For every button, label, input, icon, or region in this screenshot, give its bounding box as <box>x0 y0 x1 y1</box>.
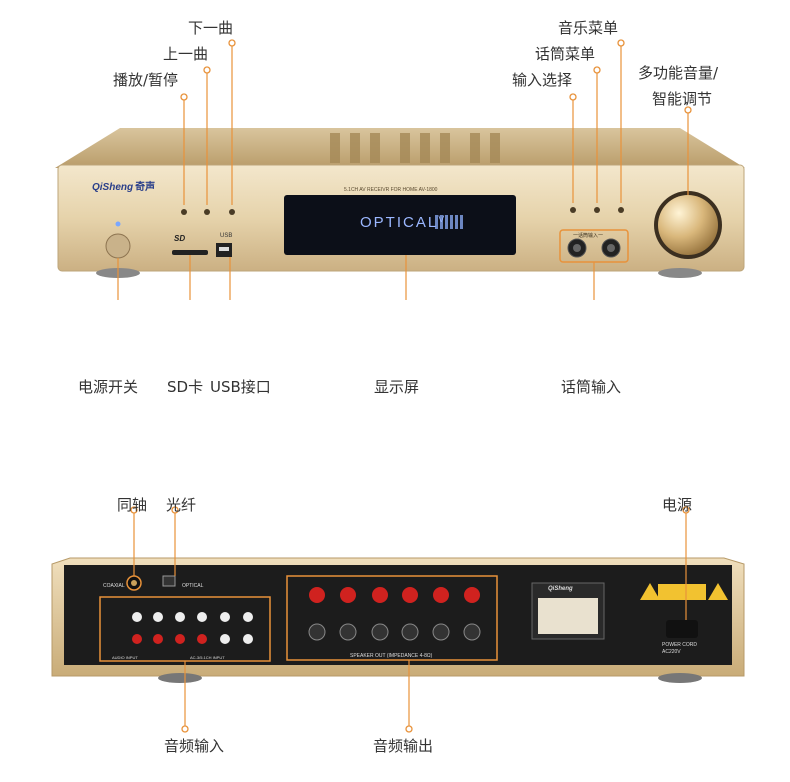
front-model-line: 5.1CH AV RECEIVR FOR HOME AV-1800 <box>344 187 438 193</box>
callout-power-switch: 电源开关 <box>78 378 139 396</box>
callout-play-pause: 播放/暂停 <box>113 71 179 89</box>
usb-mark: USB <box>220 233 233 239</box>
callout-next-track: 下一曲 <box>188 19 234 37</box>
coaxial-mark: COAXIAL <box>103 583 125 589</box>
callout-music-menu: 音乐菜单 <box>558 19 619 37</box>
display-source: OPTICAL <box>360 214 439 231</box>
callout-mic-input: 话筒输入 <box>561 378 622 396</box>
optical-mark: OPTICAL <box>182 583 204 589</box>
brand-cn-text: 奇声 <box>135 182 156 193</box>
callout-usb-port: USB接口 <box>210 378 271 396</box>
callout-multi-volume-2: 智能调节 <box>652 90 713 108</box>
callout-mic-menu: 话筒菜单 <box>535 45 596 63</box>
rear-panel-illustration <box>51 506 745 733</box>
power-cord-mark: POWER CORD <box>662 642 697 648</box>
sd-mark: SD <box>174 234 186 243</box>
mic-panel-label: 一话筒输入一 <box>573 233 604 239</box>
callout-input-select: 输入选择 <box>512 71 573 89</box>
power-spec: AC220V <box>662 649 681 655</box>
display-text: OPTICALV <box>360 214 446 231</box>
callout-sd-card: SD卡 <box>167 378 204 396</box>
callout-audio-input: 音频输入 <box>164 737 225 755</box>
callout-coaxial: 同轴 <box>117 496 148 514</box>
ac-input-mark: AC-3/5.1CH INPUT <box>190 655 225 660</box>
callout-prev-track: 上一曲 <box>163 45 209 63</box>
rear-brand: QiSheng <box>548 586 573 592</box>
callout-display: 显示屏 <box>374 378 420 396</box>
brand-text: QiSheng <box>92 182 134 193</box>
display-v: V <box>438 214 447 224</box>
audio-input-mark: AUDIO INPUT <box>112 655 138 660</box>
callout-audio-output: 音频输出 <box>373 737 434 755</box>
speaker-out-mark: SPEAKER OUT (IMPEDANCE 4-8Ω) <box>350 653 433 659</box>
callout-power: 电源 <box>662 496 693 514</box>
front-panel-illustration <box>55 39 745 300</box>
callout-multi-volume-1: 多功能音量/ <box>638 64 719 82</box>
callout-optical: 光纤 <box>166 496 197 514</box>
